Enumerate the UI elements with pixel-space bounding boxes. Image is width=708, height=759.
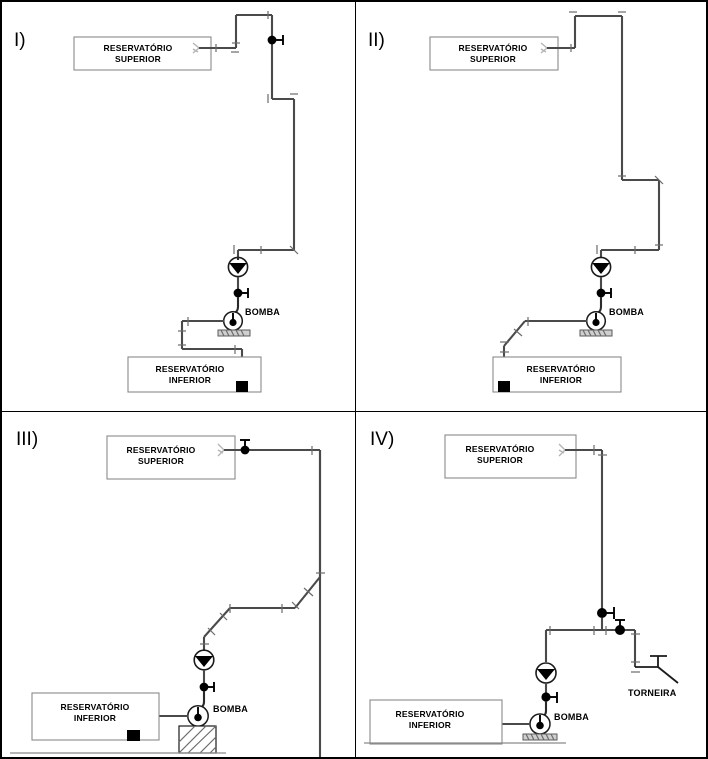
foot-valve-III: [127, 730, 140, 741]
gate-valve-III: [199, 682, 215, 692]
pump-IV: [522, 701, 558, 741]
faucet-IV: [635, 655, 679, 684]
pipe-union-ticks-II-suction: [500, 317, 529, 353]
faucet-label-IV: TORNEIRA: [628, 688, 677, 698]
pipe-union-ticks-III: [200, 446, 325, 645]
pipe-union-ticks-I-discharge: [215, 11, 299, 255]
upper-reservoir-label-line2: SUPERIOR: [138, 456, 184, 466]
upper-reservoir-box: [429, 36, 559, 71]
panel-III: III) RESERVATÓRIO SUPERIOR: [2, 412, 355, 757]
lower-reservoir-label-line1: RESERVATÓRIO: [61, 701, 130, 712]
upper-reservoir-box: [106, 435, 236, 480]
upper-reservoir-label-line2: SUPERIOR: [115, 54, 161, 64]
gate-valve-upper-I: [267, 35, 284, 45]
lower-reservoir-label-line1: RESERVATÓRIO: [527, 363, 596, 374]
lower-reservoir-label-line2: INFERIOR: [169, 375, 211, 385]
panel-number-II: II): [368, 30, 385, 51]
pipe-union-ticks-I-suction: [178, 317, 236, 354]
gate-valve-lower-I: [233, 288, 249, 298]
pipe-union-ticks-IV-faucet: [631, 661, 640, 673]
panel-I: I) RESERVATÓRIO SUPERIOR: [2, 2, 355, 411]
upper-reservoir-box: [73, 36, 212, 71]
panel-number-IV: IV): [370, 429, 394, 450]
pump-label-IV: BOMBA: [554, 712, 589, 722]
pump-III: [178, 691, 217, 754]
panel-divider-horizontal: [2, 411, 706, 412]
pipe-union-ticks-II: [569, 11, 664, 254]
check-valve-I: [227, 256, 249, 278]
lower-reservoir-box: [492, 356, 622, 393]
panel-II: II) RESERVATÓRIO SUPERIOR: [356, 2, 706, 411]
lower-reservoir-label-line2: INFERIOR: [74, 713, 116, 723]
discharge-pipe-III-lower: [202, 450, 322, 650]
panel-number-I: I): [14, 30, 26, 51]
discharge-pipe-I: [199, 13, 296, 260]
manifold-pipe-IV: [544, 628, 637, 667]
panel-divider-vertical: [355, 2, 356, 757]
lower-reservoir-box: [31, 692, 160, 741]
gate-valve-II: [596, 288, 612, 298]
pipe-union-ticks-IV-riser: [593, 445, 607, 456]
panel-number-III: III): [16, 429, 38, 450]
lower-reservoir-label-line2: INFERIOR: [540, 375, 582, 385]
foot-valve-II: [498, 381, 510, 392]
gate-valve-pump-IV: [541, 692, 558, 703]
pump-I: [217, 297, 251, 337]
check-valve-III: [193, 649, 215, 671]
upper-reservoir-label-line1: RESERVATÓRIO: [127, 444, 196, 455]
pump-label-III: BOMBA: [213, 704, 248, 714]
pipe-union-ticks-IV-manifold: [549, 626, 640, 635]
pump-II: [579, 297, 613, 337]
upper-reservoir-label-line2: SUPERIOR: [470, 54, 516, 64]
lower-reservoir-label-line2: INFERIOR: [409, 720, 451, 730]
gate-valve-riser-IV: [597, 607, 615, 619]
pump-label-II: BOMBA: [609, 307, 644, 317]
upper-reservoir-label-line1: RESERVATÓRIO: [466, 443, 535, 454]
discharge-pipe-II: [547, 14, 661, 260]
discharge-pipe-IV-riser: [565, 448, 604, 612]
upper-reservoir-label-line1: RESERVATÓRIO: [459, 42, 528, 53]
upper-reservoir-label-line1: RESERVATÓRIO: [104, 42, 173, 53]
lower-reservoir-box: [369, 699, 503, 745]
lower-reservoir-label-line1: RESERVATÓRIO: [156, 363, 225, 374]
check-valve-IV: [535, 662, 557, 684]
gate-valve-branch-IV: [615, 619, 625, 635]
upper-reservoir-label-line2: SUPERIOR: [477, 455, 523, 465]
lower-reservoir-label-line1: RESERVATÓRIO: [396, 708, 465, 719]
pump-label-I: BOMBA: [245, 307, 280, 317]
upper-reservoir-box: [444, 434, 577, 479]
gate-valve-top-III: [240, 439, 250, 455]
foot-valve-I: [236, 381, 248, 392]
check-valve-II: [590, 256, 612, 278]
panel-IV: IV) RESERVATÓRIO SUPERIOR: [356, 412, 706, 757]
